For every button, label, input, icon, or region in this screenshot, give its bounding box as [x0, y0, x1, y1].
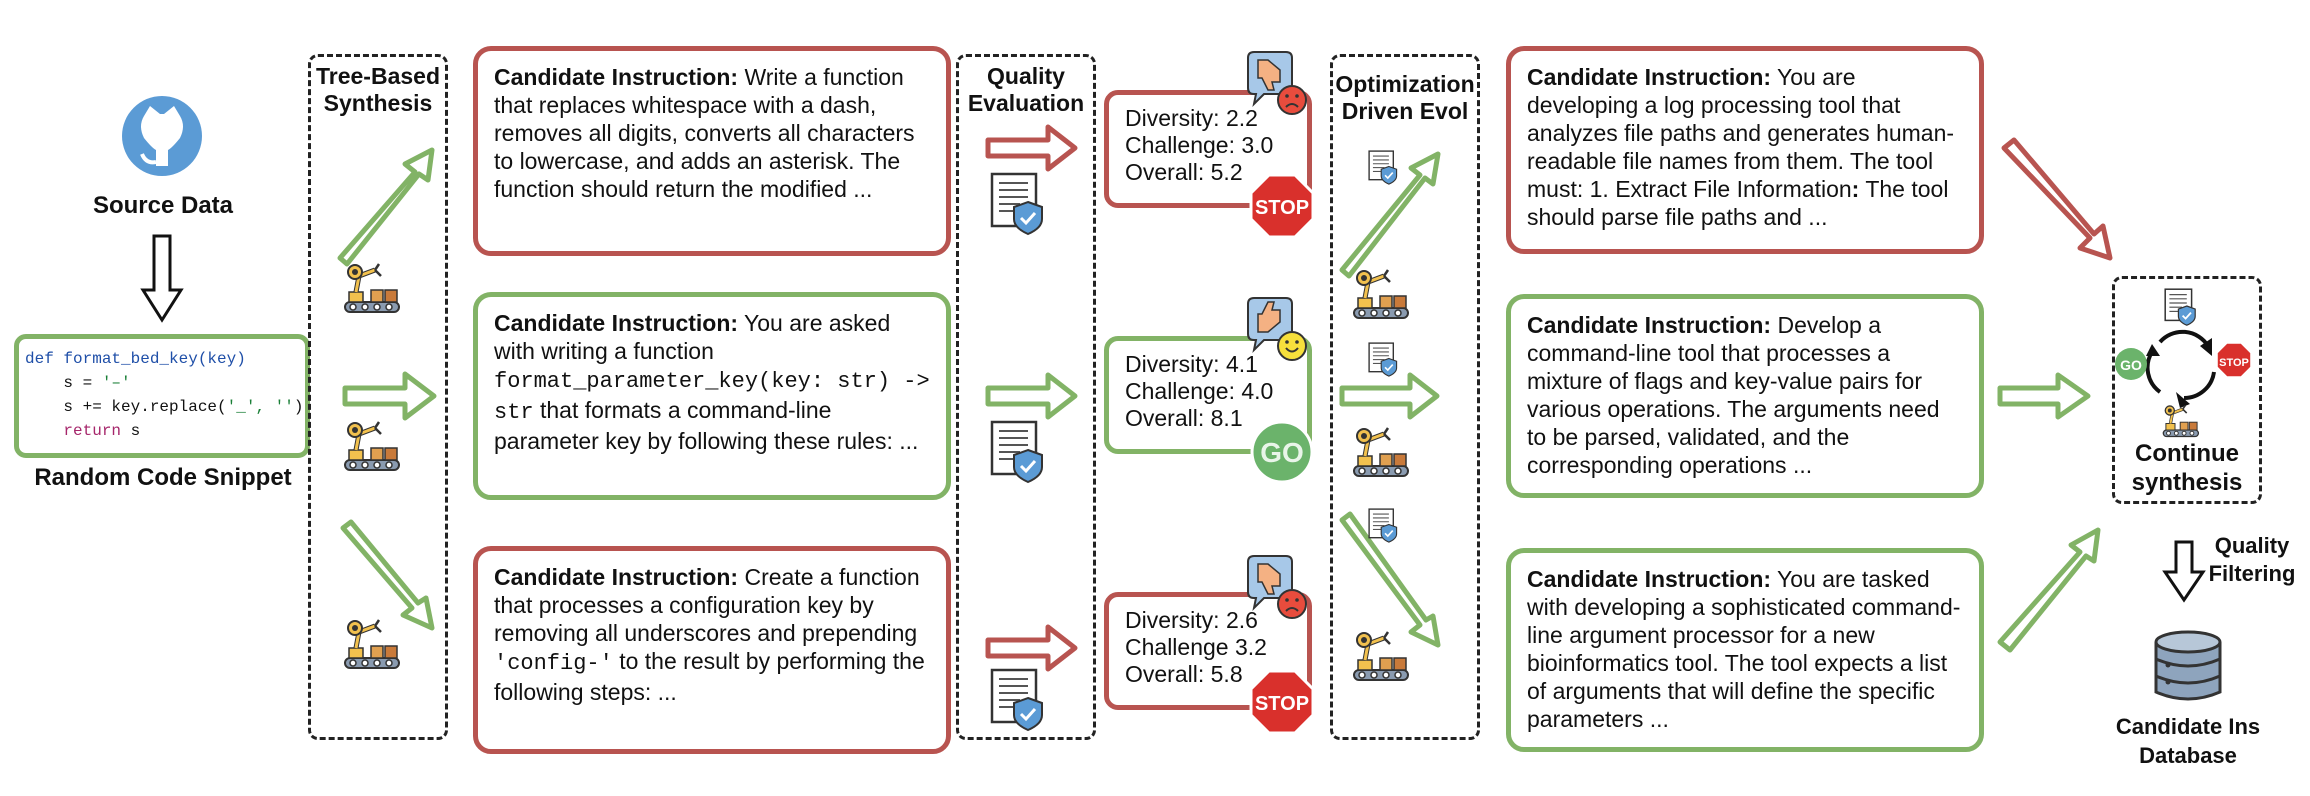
evolved-card-3: Candidate Instruction: You are tasked wi… — [1506, 548, 1984, 752]
overall-score: Overall: 8.1 — [1125, 405, 1243, 431]
evol-column: Optimization Driven Evol — [1330, 54, 1480, 740]
thumbs-down-icon — [1247, 51, 1307, 115]
continue-synthesis-label: Continue synthesis — [2131, 440, 2243, 496]
thumbs-up-icon — [1247, 297, 1307, 361]
code-line: return s — [63, 422, 141, 440]
thumbs-down-icon — [1247, 555, 1307, 619]
cycle-stop-text: STOP — [2219, 357, 2249, 369]
svg-text:STOP: STOP — [1255, 197, 1309, 219]
code-snippet-label: Random Code Snippet — [34, 464, 292, 491]
challenge-score: Challenge: 4.0 — [1125, 378, 1274, 404]
continue-synthesis-box: Continue synthesis — [2112, 276, 2262, 504]
candidate-card-3: Candidate Instruction: Create a function… — [473, 546, 951, 754]
challenge-score: Challenge: 3.0 — [1125, 132, 1274, 158]
code-line: s = '–' — [25, 374, 131, 392]
cycle-go-text: GO — [2120, 357, 2142, 373]
stop-sign-icon: STOP — [1249, 669, 1315, 735]
diversity-score: Diversity: 4.1 — [1125, 351, 1258, 377]
evolved-card-2: Candidate Instruction: Develop a command… — [1506, 294, 1984, 498]
quality-evaluation-header: Quality Evaluation — [967, 63, 1085, 116]
database-icon — [2154, 630, 2222, 701]
source-data-label: Source Data — [92, 192, 234, 219]
quality-filtering-label: Quality Filtering — [2208, 533, 2296, 586]
score-box-3: Diversity: 2.6 Challenge 3.2 Overall: 5.… — [1104, 592, 1312, 710]
code-line: def format_bed_key(key) — [25, 350, 246, 368]
evolved-card-1: Candidate Instruction: You are developin… — [1506, 46, 1984, 254]
diversity-score: Diversity: 2.2 — [1125, 105, 1258, 131]
go-badge-icon — [2115, 348, 2147, 380]
database-label: Candidate Ins Database — [2115, 714, 2261, 768]
go-badge-icon: GO — [1250, 420, 1314, 484]
overall-score: Overall: 5.2 — [1125, 159, 1243, 185]
quality-evaluation-column: Quality Evaluation — [956, 54, 1096, 740]
tree-synthesis-column: Tree-Based Synthesis — [308, 54, 448, 740]
candidate-card-1: Candidate Instruction: Write a function … — [473, 46, 951, 256]
code-line: s += key.replace('_', '') — [25, 398, 304, 416]
stop-sign-icon: STOP — [1249, 173, 1315, 239]
score-box-1: Diversity: 2.2 Challenge: 3.0 Overall: 5… — [1104, 90, 1312, 208]
github-icon — [122, 96, 202, 176]
svg-text:STOP: STOP — [1255, 693, 1309, 715]
overall-score: Overall: 5.8 — [1125, 661, 1243, 687]
candidate-card-2: Candidate Instruction: You are asked wit… — [473, 292, 951, 500]
diversity-score: Diversity: 2.6 — [1125, 607, 1258, 633]
code-snippet-box: def format_bed_key(key) s = '–' s += key… — [14, 334, 310, 458]
tree-synthesis-header: Tree-Based Synthesis — [315, 63, 440, 116]
score-box-2: Diversity: 4.1 Challenge: 4.0 Overall: 8… — [1104, 336, 1312, 454]
svg-text:GO: GO — [1260, 437, 1304, 468]
challenge-score: Challenge 3.2 — [1125, 634, 1267, 660]
evol-header: Optimization Driven Evol — [1335, 71, 1475, 124]
